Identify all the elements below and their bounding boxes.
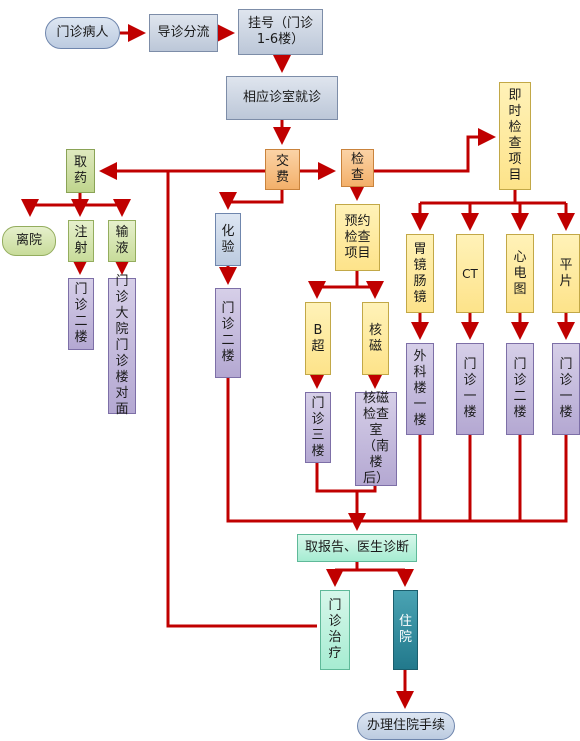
node-triage: 导诊分流 [149, 14, 218, 52]
arrow-report-split [335, 562, 405, 572]
node-xray-loc: 门诊一楼 [552, 343, 580, 435]
node-pay: 交费 [265, 149, 300, 190]
node-admission: 办理住院手续 [357, 712, 455, 740]
node-mri: 核磁 [362, 302, 389, 375]
node-infusion: 输液 [108, 220, 136, 262]
node-lab: 化验 [215, 213, 241, 266]
node-lab-loc: 门诊二楼 [215, 288, 241, 378]
node-leave: 离院 [2, 226, 56, 256]
collector-mri [357, 486, 377, 493]
node-ecg-loc: 门诊二楼 [506, 343, 534, 435]
node-injection: 注射 [68, 220, 94, 262]
node-bscan: B超 [305, 302, 331, 375]
collector-line [226, 378, 568, 523]
node-endoscopy-loc: 外科楼一楼 [406, 343, 434, 435]
node-report: 取报告、医生诊断 [297, 534, 417, 562]
node-bscan-loc: 门诊三楼 [305, 392, 331, 463]
node-register: 挂号（门诊1-6楼） [238, 9, 323, 55]
node-ct: CT [456, 234, 484, 313]
node-ecg: 心电图 [506, 234, 534, 313]
arrow-appointment-bscan [308, 271, 359, 299]
node-endoscopy: 胃镜肠镜 [406, 234, 434, 313]
node-instant: 即时检查项目 [499, 82, 531, 190]
arrow-exam-instant [374, 128, 496, 173]
return-treatment-medicine [166, 171, 317, 628]
node-get-medicine: 取药 [66, 149, 95, 193]
node-outpatient: 门诊病人 [45, 17, 120, 49]
node-hospitalize: 住院 [393, 590, 418, 670]
node-appointment: 预约检查项目 [335, 204, 380, 271]
node-mri-loc: 核磁检查室（南楼后） [355, 391, 397, 486]
arrow-medicine-split [30, 193, 122, 207]
node-exam: 检查 [341, 149, 374, 187]
node-injection-loc: 门诊二楼 [68, 278, 94, 350]
node-xray: 平片 [552, 234, 580, 313]
arrow-appointment-mri [357, 281, 384, 299]
arrow-pay-lab [219, 190, 284, 210]
node-infusion-loc: 门诊大院门诊楼对面 [108, 274, 136, 417]
node-ct-loc: 门诊一楼 [456, 343, 484, 435]
node-treatment: 门诊治疗 [320, 590, 350, 670]
collector-bscan [315, 463, 359, 521]
node-consult: 相应诊室就诊 [226, 76, 338, 120]
arrow-instant-bus [420, 190, 566, 205]
